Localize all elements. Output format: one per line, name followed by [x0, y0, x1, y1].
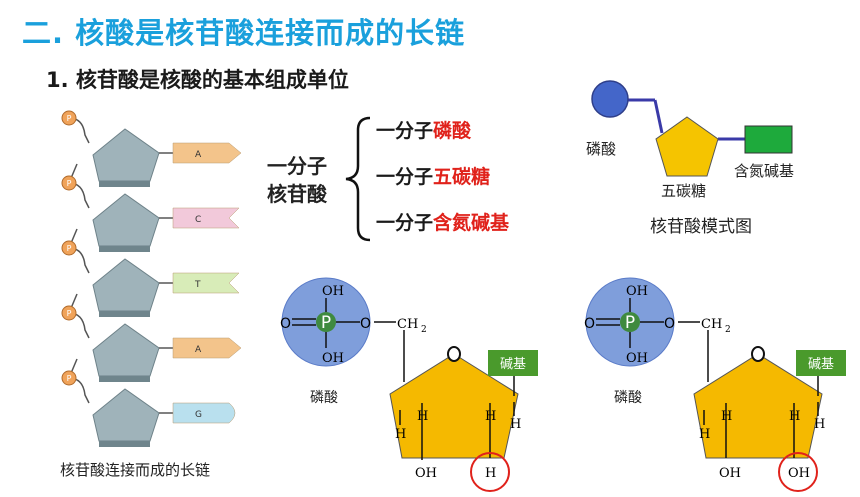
chain-nucleotide: AP: [61, 110, 242, 187]
chain-nucleotide: TP: [61, 228, 240, 317]
composition-head: 一分子 核苷酸: [267, 152, 327, 208]
svg-text:H: H: [485, 466, 496, 481]
svg-text:CH: CH: [701, 317, 722, 332]
structure-2-phosphate-label: 磷酸: [614, 390, 642, 406]
svg-text:O: O: [664, 316, 675, 332]
composition-head-line2: 核苷酸: [267, 182, 327, 206]
svg-text:H: H: [510, 417, 521, 432]
svg-text:H: H: [395, 427, 406, 442]
nucleotide-structure-2: P OH OH O O CH 2 碱基 H H H H OH OH: [584, 277, 846, 492]
section-subtitle: 1. 核苷酸是核酸的基本组成单位: [46, 68, 349, 92]
svg-text:O: O: [584, 316, 595, 332]
svg-text:碱基: 碱基: [500, 357, 526, 372]
chain-base-label: A: [195, 150, 202, 160]
structure-1-phosphate-label: 磷酸: [310, 390, 338, 406]
chain-phosphate-symbol: P: [67, 374, 72, 383]
chain-phosphate-symbol: P: [67, 179, 72, 188]
chain-phosphate-symbol: P: [67, 309, 72, 318]
composition-item-base: 一分子含氮碱基: [376, 212, 510, 234]
base-rectangle: [744, 125, 793, 154]
svg-text:H: H: [814, 417, 825, 432]
chain-caption: 核苷酸连接而成的长链: [60, 461, 211, 479]
svg-text:OH: OH: [626, 351, 648, 366]
svg-text:OH: OH: [322, 351, 344, 366]
model-base-label: 含氮碱基: [734, 162, 795, 180]
svg-text:P: P: [625, 313, 635, 333]
sugar-pentagon: [655, 116, 719, 177]
svg-text:碱基: 碱基: [808, 357, 834, 372]
svg-text:H: H: [485, 409, 496, 424]
svg-text:2: 2: [725, 325, 731, 335]
svg-text:H: H: [417, 409, 428, 424]
model-sugar-label: 五碳糖: [661, 182, 707, 200]
chain-base-label: C: [195, 215, 201, 225]
model-phosphate-label: 磷酸: [586, 140, 617, 158]
chain-base-label: G: [195, 410, 202, 420]
model-caption: 核苷酸模式图: [650, 217, 752, 237]
svg-text:OH: OH: [719, 466, 741, 481]
svg-text:O: O: [280, 316, 291, 332]
chain-nucleotide: GP: [61, 358, 236, 447]
svg-text:H: H: [699, 427, 710, 442]
svg-text:CH: CH: [397, 317, 418, 332]
svg-text:H: H: [721, 409, 732, 424]
curly-brace: [345, 116, 371, 242]
chain-phosphate-symbol: P: [67, 244, 72, 253]
composition-item-phosphate: 一分子磷酸: [376, 120, 472, 142]
composition-head-line1: 一分子: [267, 154, 327, 178]
page-title: 二. 核酸是核苷酸连接而成的长链: [22, 16, 466, 50]
nucleotide-model-diagram: [591, 80, 793, 177]
svg-text:P: P: [321, 313, 331, 333]
svg-text:2: 2: [421, 325, 427, 335]
svg-text:OH: OH: [788, 466, 810, 481]
phosphate-circle: [591, 80, 629, 118]
svg-text:OH: OH: [322, 284, 344, 299]
nucleotide-structure-1: P OH OH O O CH 2 碱基 H H H H OH H: [280, 277, 538, 492]
composition-item-sugar: 一分子五碳糖: [376, 166, 491, 188]
chain-nucleotide: CP: [61, 163, 240, 252]
chain-phosphate-symbol: P: [67, 114, 72, 123]
svg-text:H: H: [789, 409, 800, 424]
svg-text:OH: OH: [626, 284, 648, 299]
svg-text:OH: OH: [415, 466, 437, 481]
svg-text:O: O: [360, 316, 371, 332]
chain-base-label: T: [194, 280, 201, 290]
chain-base-label: A: [195, 345, 202, 355]
chain-nucleotide: AP: [61, 293, 242, 382]
